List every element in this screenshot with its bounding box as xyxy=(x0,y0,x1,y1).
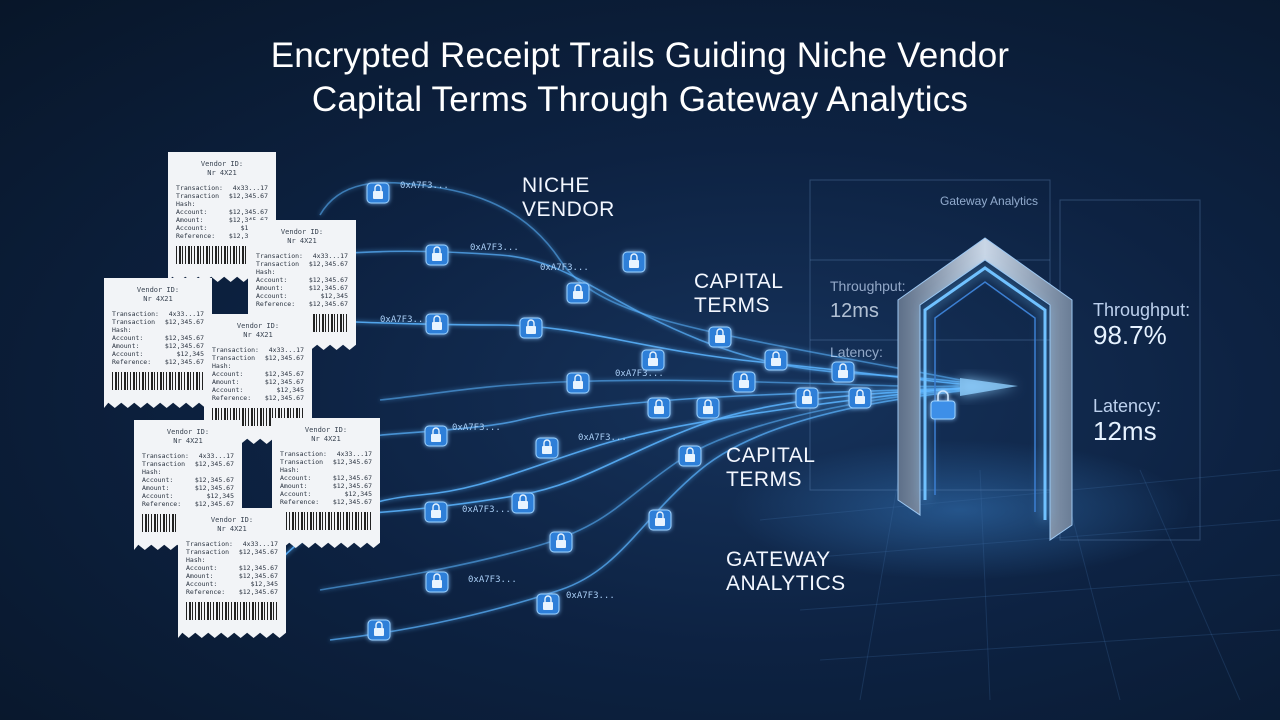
label-capital-terms-top: CAPITAL TERMS xyxy=(694,270,783,318)
label-niche-vendor: NICHE VENDOR xyxy=(522,174,615,222)
padlock-icon xyxy=(648,509,672,531)
padlock-icon xyxy=(549,531,573,553)
padlock-icon xyxy=(424,501,448,523)
hash-label: 0xA7F3... xyxy=(400,181,449,191)
padlock-icon xyxy=(732,371,756,393)
hash-label: 0xA7F3... xyxy=(540,263,589,273)
metric-left-latency: Latency: xyxy=(830,342,883,362)
label-capital-2: CAPITAL xyxy=(726,444,816,467)
title-line-1: Encrypted Receipt Trails Guiding Niche V… xyxy=(270,36,1010,75)
label-vendor: VENDOR xyxy=(522,198,615,221)
padlock-icon xyxy=(622,251,646,273)
metric-right-throughput-label: Throughput: xyxy=(1093,300,1191,320)
padlock-icon xyxy=(425,571,449,593)
page-title: Encrypted Receipt Trails Guiding Niche V… xyxy=(0,34,1280,122)
shield-arch-icon xyxy=(930,390,956,420)
metric-left-throughput: Throughput: 12ms xyxy=(830,276,906,326)
padlock-icon xyxy=(696,397,720,419)
label-terms-1: TERMS xyxy=(694,294,770,317)
metric-right-latency-label: Latency: xyxy=(1093,396,1162,416)
gateway-beam xyxy=(960,378,1018,396)
flow-line xyxy=(379,379,961,401)
padlock-icon xyxy=(647,397,671,419)
label-terms-2: TERMS xyxy=(726,468,802,491)
hash-label: 0xA7F3... xyxy=(470,243,519,253)
padlock-icon xyxy=(795,387,819,409)
hash-label: 0xA7F3... xyxy=(462,505,511,515)
flow-line xyxy=(319,389,961,591)
padlock-icon xyxy=(425,313,449,335)
padlock-icon xyxy=(678,445,702,467)
flow-line xyxy=(329,390,961,641)
label-analytics: ANALYTICS xyxy=(726,572,846,595)
padlock-icon xyxy=(566,372,590,394)
hash-label: 0xA7F3... xyxy=(615,369,664,379)
padlock-icon xyxy=(641,349,665,371)
gateway-arch xyxy=(897,237,1073,541)
metric-right-throughput: Throughput: 98.7% xyxy=(1093,300,1190,350)
padlock-icon xyxy=(536,593,560,615)
label-capital-1: CAPITAL xyxy=(694,270,784,293)
hash-label: 0xA7F3... xyxy=(452,423,501,433)
metric-left-throughput-label: Throughput: xyxy=(830,278,906,294)
hash-label: 0xA7F3... xyxy=(566,591,615,601)
label-gateway-analytics: GATEWAY ANALYTICS xyxy=(726,548,846,596)
title-line-2: Capital Terms Through Gateway Analytics xyxy=(311,80,969,119)
metric-right-throughput-value: 98.7% xyxy=(1093,320,1167,350)
padlock-icon xyxy=(848,387,872,409)
padlock-icon xyxy=(511,492,535,514)
padlock-icon xyxy=(425,244,449,266)
padlock-icon xyxy=(764,349,788,371)
padlock-icon xyxy=(708,326,732,348)
metric-left-latency-label: Latency: xyxy=(830,344,883,360)
padlock-icon xyxy=(424,425,448,447)
hash-label: 0xA7F3... xyxy=(380,315,429,325)
flow-line xyxy=(299,319,961,385)
panel-title: Gateway Analytics xyxy=(940,194,1039,208)
hash-label: 0xA7F3... xyxy=(468,575,517,585)
padlock-icon xyxy=(367,619,391,641)
label-capital-terms-mid: CAPITAL TERMS xyxy=(726,444,815,492)
padlock-icon xyxy=(519,317,543,339)
metric-right-latency-value: 12ms xyxy=(1093,416,1157,446)
metric-left-throughput-value: 12ms xyxy=(830,300,879,322)
padlock-icon xyxy=(831,361,855,383)
hash-label: 0xA7F3... xyxy=(578,433,627,443)
metric-right-latency: Latency: 12ms xyxy=(1093,396,1161,446)
label-gateway: GATEWAY xyxy=(726,548,831,571)
label-niche: NICHE xyxy=(522,174,590,197)
padlock-icon xyxy=(366,182,390,204)
padlock-icon xyxy=(535,437,559,459)
lock-nodes: 0xA7F3... 0xA7F3... 0xA7F3... 0xA7F3... 0xA7… xyxy=(366,181,872,641)
padlock-icon xyxy=(566,282,590,304)
